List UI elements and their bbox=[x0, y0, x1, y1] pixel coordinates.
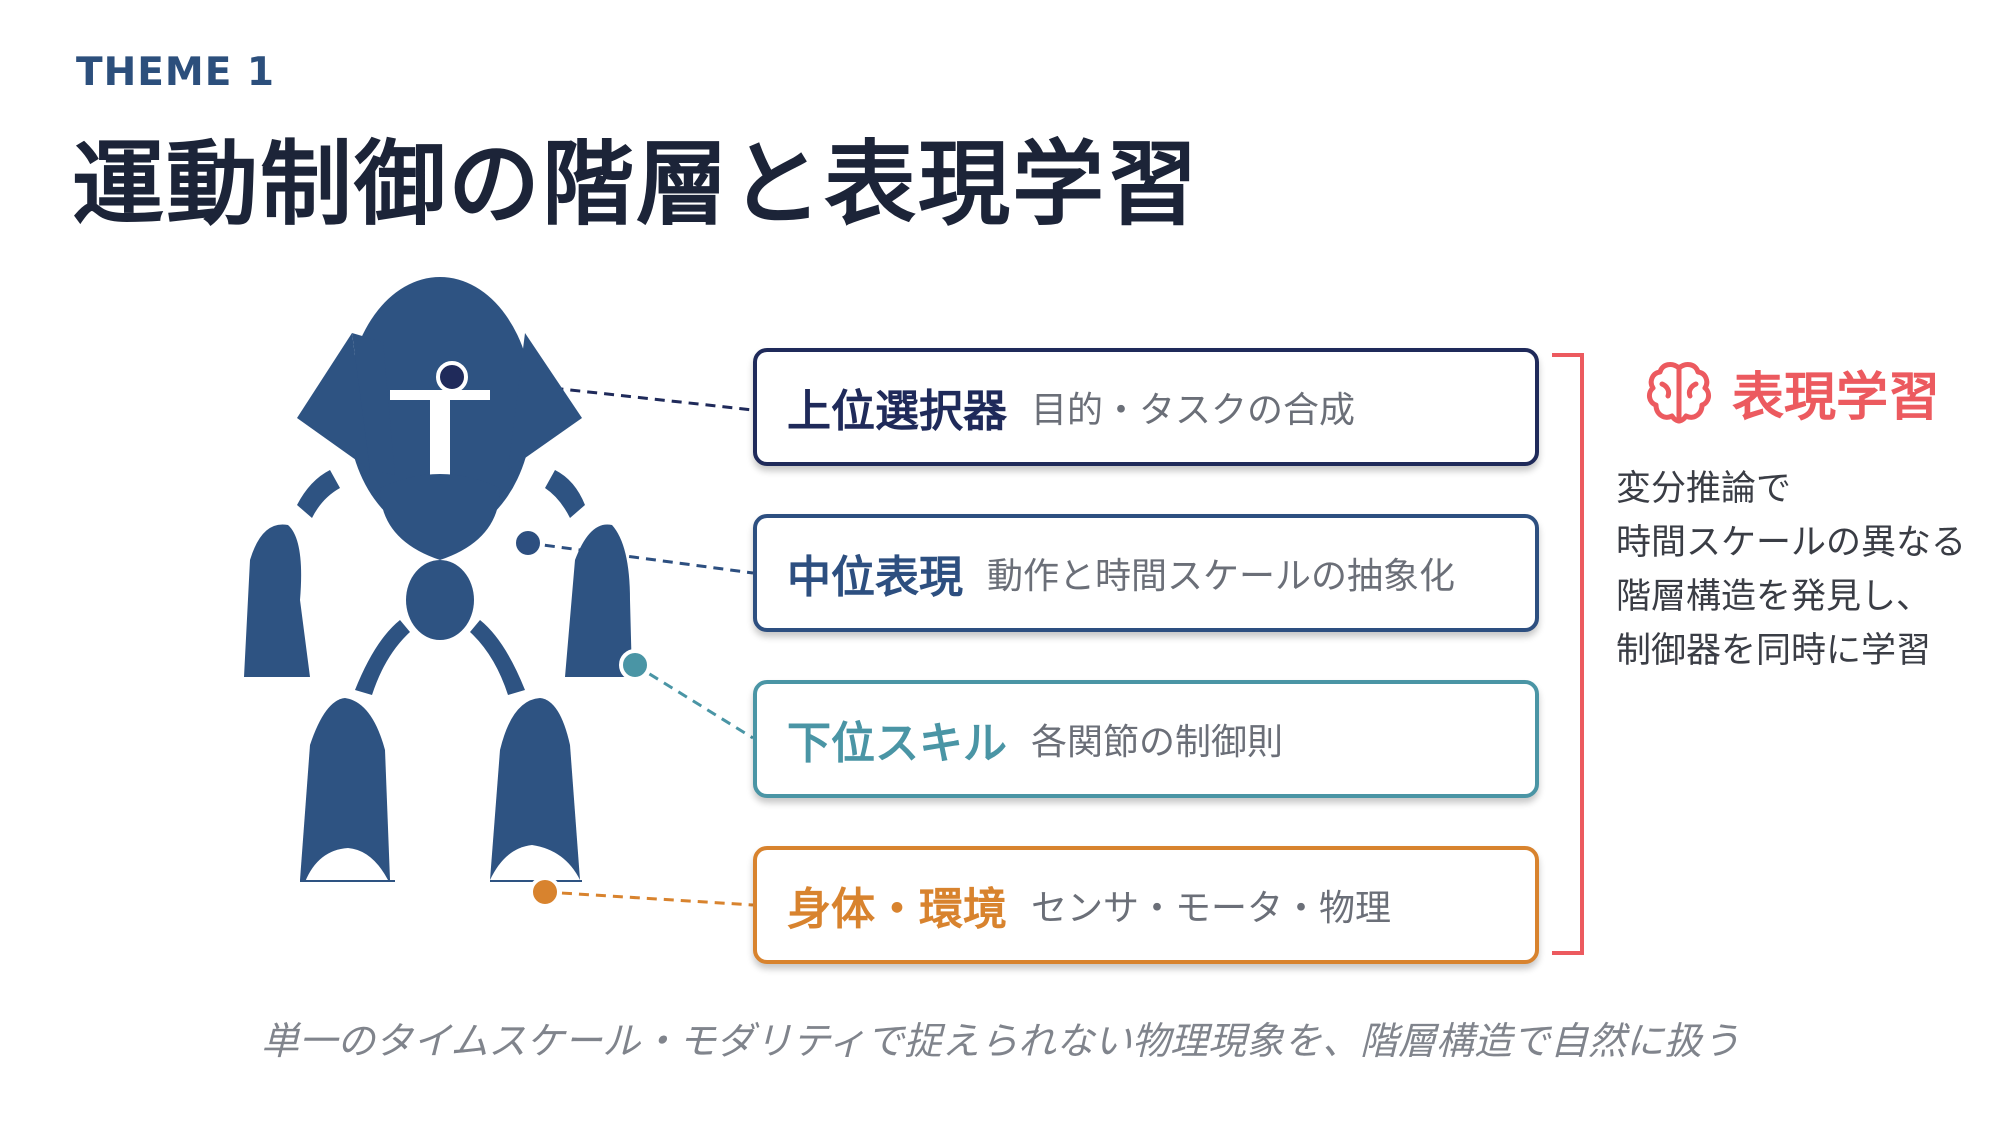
connector-body bbox=[544, 890, 754, 907]
layer-name: 上位選択器 bbox=[787, 386, 1007, 437]
layer-desc: 動作と時間スケールの抽象化 bbox=[987, 556, 1456, 597]
connector-low bbox=[634, 663, 754, 740]
layer-desc: 各関節の制御則 bbox=[1031, 722, 1284, 763]
robot-chest bbox=[380, 474, 500, 560]
layer-name: 身体・環境 bbox=[787, 884, 1007, 935]
robot-right-wing bbox=[508, 333, 582, 470]
robot-left-arm bbox=[244, 524, 310, 677]
robot-body bbox=[244, 277, 632, 892]
layer-desc: センサ・モータ・物理 bbox=[1031, 888, 1392, 929]
marker-low bbox=[619, 649, 651, 681]
brain-icon bbox=[1646, 361, 1712, 423]
description-line: 変分推論で bbox=[1616, 469, 1792, 509]
marker-top bbox=[436, 361, 468, 393]
representation-learning-header: 表現学習 bbox=[1644, 355, 1940, 430]
robot-left-wing bbox=[297, 333, 370, 470]
layer-box-upper: 上位選択器 目的・タスクの合成 bbox=[753, 348, 1539, 466]
layer-desc: 目的・タスクの合成 bbox=[1031, 390, 1356, 431]
connector-mid bbox=[527, 541, 754, 575]
robot-abdomen bbox=[406, 560, 474, 640]
robot-left-wing bbox=[352, 333, 395, 475]
theme-label: THEME 1 bbox=[76, 50, 276, 95]
marker-mid bbox=[512, 527, 544, 559]
layer-name: 下位スキル bbox=[787, 718, 1007, 769]
robot-left-leg bbox=[300, 698, 390, 880]
robot-right-arm bbox=[565, 524, 632, 677]
description-line: 制御器を同時に学習 bbox=[1616, 631, 1932, 671]
robot-right-leg bbox=[490, 698, 580, 880]
description-line: 階層構造を発見し、 bbox=[1616, 577, 1932, 617]
layer-box-lower: 下位スキル 各関節の制御則 bbox=[753, 680, 1539, 798]
description-line: 時間スケールの異なる bbox=[1616, 523, 1967, 563]
layer-box-body: 身体・環境 センサ・モータ・物理 bbox=[753, 846, 1539, 964]
marker-body bbox=[529, 876, 561, 908]
representation-learning-title: 表現学習 bbox=[1732, 368, 1941, 428]
representation-learning-description: 変分推論で 時間スケールの異なる 階層構造を発見し、 制御器を同時に学習 bbox=[1616, 462, 1966, 678]
footer-caption: 単一のタイムスケール・モダリティで捉えられない物理現象を、階層構造で自然に扱う bbox=[261, 1019, 1740, 1063]
layer-box-middle: 中位表現 動作と時間スケールの抽象化 bbox=[753, 514, 1539, 632]
bracket bbox=[1552, 353, 1584, 955]
slide-title: 運動制御の階層と表現学習 bbox=[72, 131, 1201, 238]
layer-name: 中位表現 bbox=[787, 552, 963, 603]
